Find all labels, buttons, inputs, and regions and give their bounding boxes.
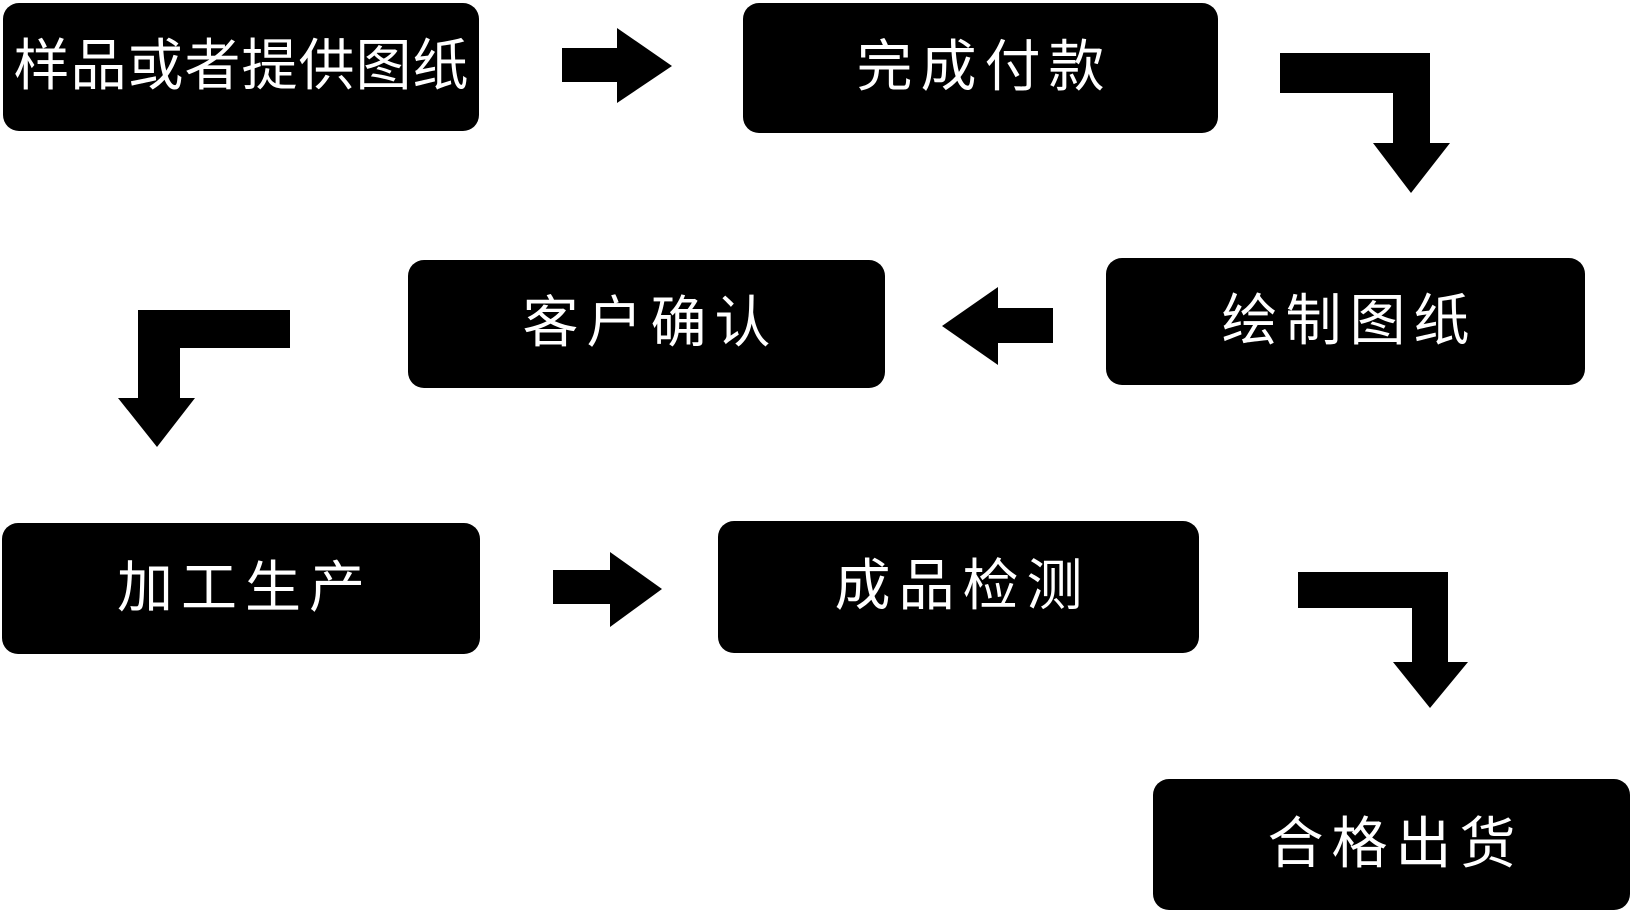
- flow-node-finished-product-inspection: 成品检测: [718, 521, 1199, 653]
- flow-node-complete-payment: 完成付款: [743, 3, 1218, 133]
- flow-node-label: 合格出货: [1267, 811, 1524, 877]
- flow-node-label: 完成付款: [856, 35, 1113, 100]
- right-arrow-icon: [562, 28, 672, 103]
- flow-node-sample-or-drawing: 样品或者提供图纸: [3, 3, 479, 131]
- flow-node-customer-confirmation: 客户确认: [408, 260, 885, 388]
- flow-node-label: 客户确认: [522, 291, 779, 356]
- flow-node-label: 成品检测: [834, 554, 1091, 619]
- flow-node-qualified-shipment: 合格出货: [1153, 779, 1630, 910]
- flow-node-draw-drawings: 绘制图纸: [1106, 258, 1585, 385]
- flow-node-label: 绘制图纸: [1221, 288, 1478, 354]
- flow-node-label: 样品或者提供图纸: [13, 34, 470, 99]
- flow-node-label: 加工生产: [117, 555, 373, 621]
- elbow-down-arrow-icon: [1280, 53, 1450, 193]
- flow-node-processing-production: 加工生产: [2, 523, 480, 654]
- elbow-down-arrow-icon: [1298, 572, 1468, 708]
- elbow-down-arrow-icon: [118, 310, 290, 447]
- right-arrow-icon: [553, 552, 662, 627]
- left-arrow-icon: [942, 287, 1053, 365]
